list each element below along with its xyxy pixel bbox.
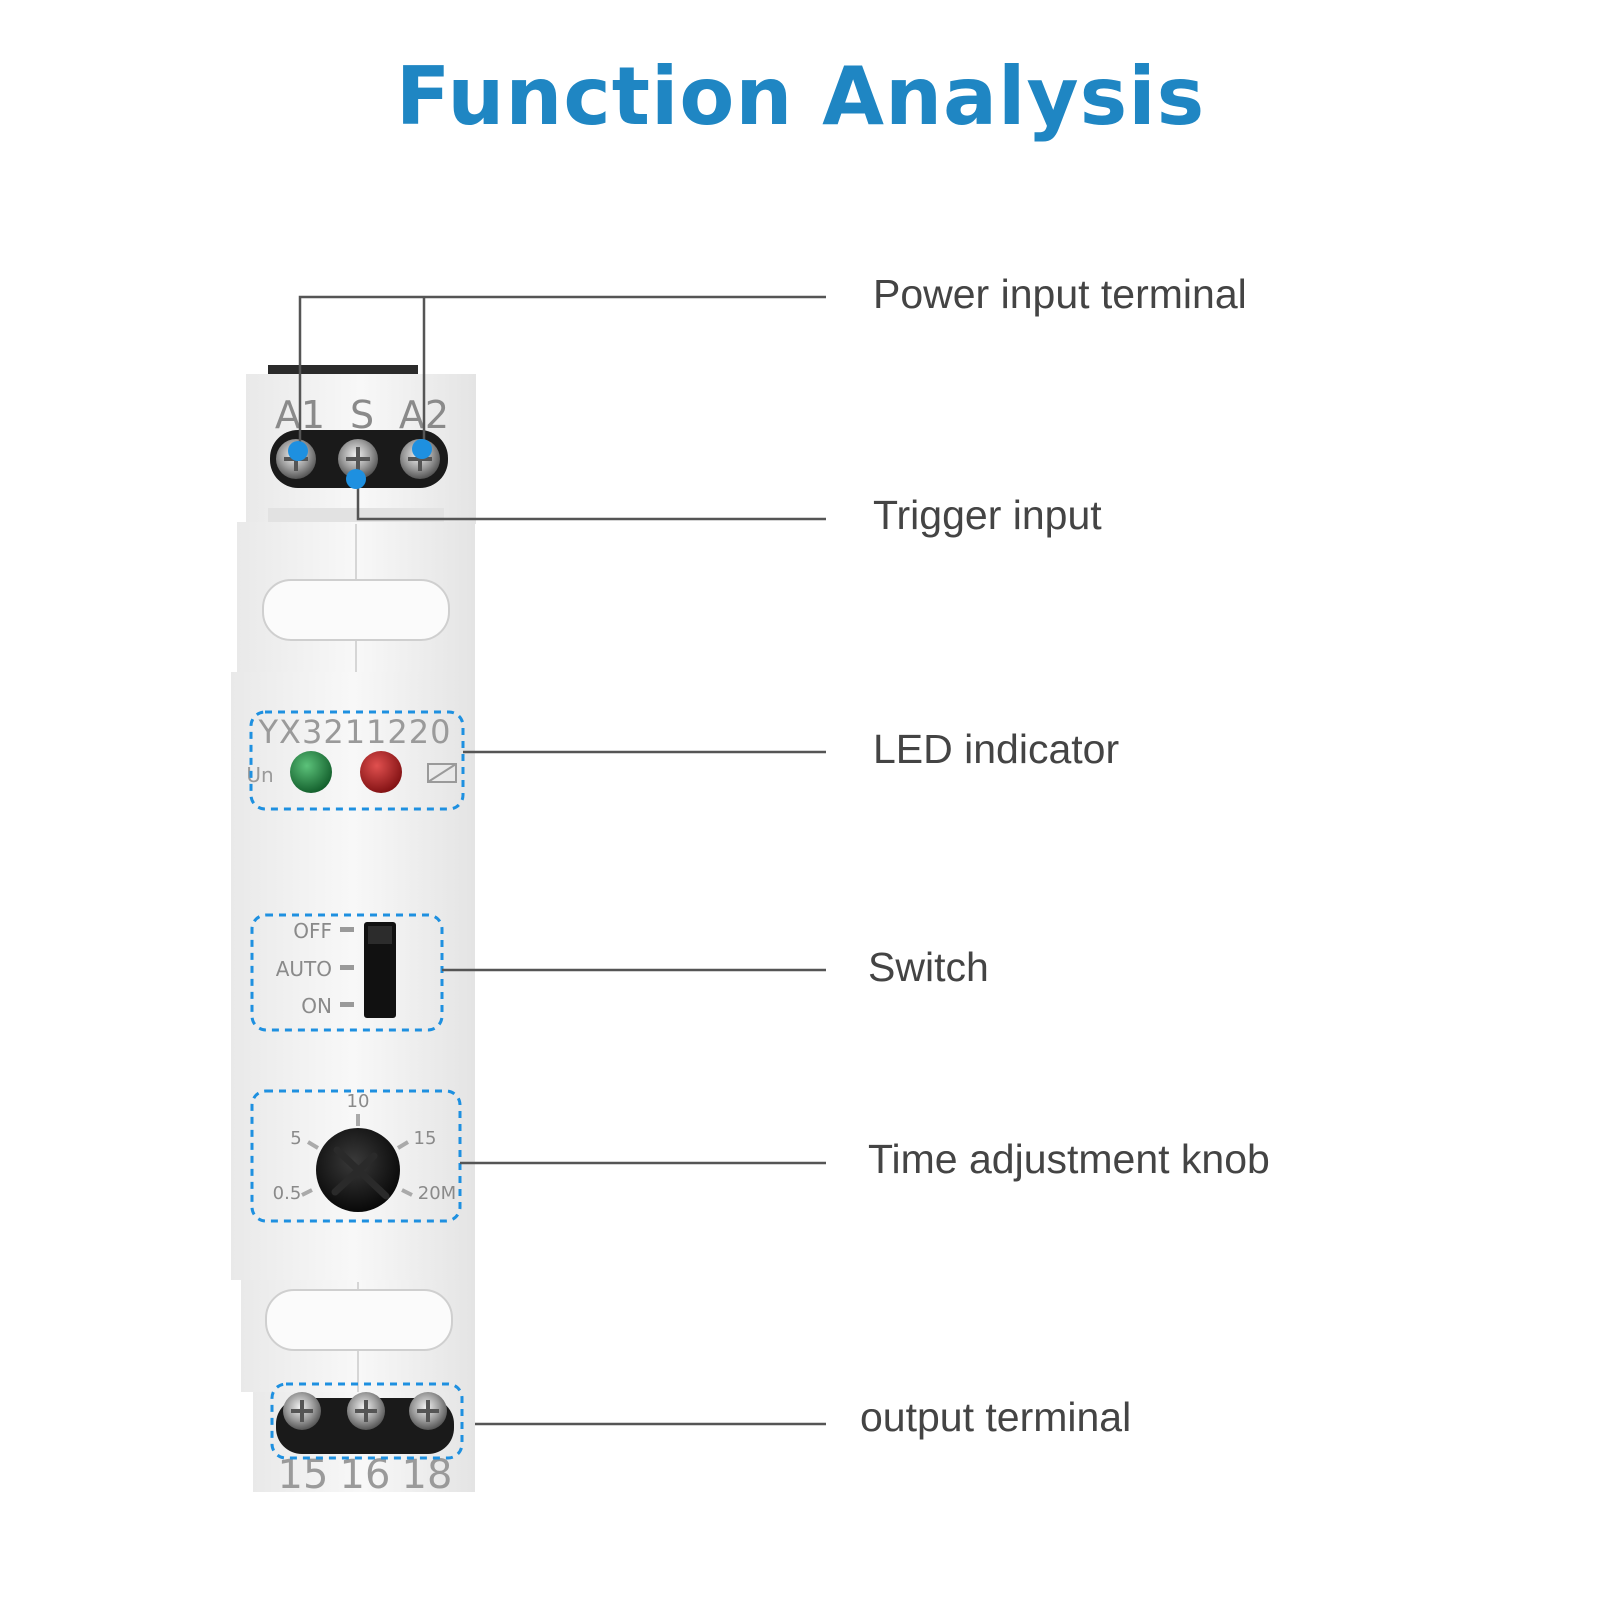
marker-a2: [412, 439, 432, 459]
knob-scale-0-5: 0.5: [273, 1183, 302, 1204]
main-body: YX3211220 Un OFF AUTO ON 10 5 15 0.5 20M: [231, 672, 475, 1280]
knob-scale-10: 10: [347, 1091, 370, 1112]
lower-label-slot: [265, 1289, 453, 1351]
callout-trigger-input: Trigger input: [873, 492, 1102, 538]
bottom-terminal-block: 15 16 18: [253, 1392, 475, 1498]
top-terminal-block: A1 S A2: [246, 365, 476, 526]
knob-scale-5: 5: [290, 1128, 301, 1149]
knob-highlight-box: [250, 1089, 462, 1223]
lower-shoulder: [241, 1280, 475, 1392]
page-title: Function Analysis: [395, 50, 1206, 143]
relay-led: [360, 751, 402, 793]
terminal-label-18: 18: [402, 1452, 453, 1498]
power-input-leader: [298, 295, 826, 452]
trigger-input-leader: [356, 480, 826, 521]
knob-scale-15: 15: [414, 1128, 437, 1149]
led-highlight-box: [249, 710, 465, 811]
output-highlight-box: [270, 1382, 464, 1460]
relay-coil-icon: [427, 763, 457, 783]
marker-s: [346, 469, 366, 489]
marker-a1: [288, 441, 308, 461]
model-number: YX3211220: [258, 713, 452, 751]
switch-label-auto: AUTO: [276, 957, 332, 981]
mode-switch[interactable]: [364, 922, 396, 1018]
terminal-label-16: 16: [340, 1452, 391, 1498]
upper-shoulder: [237, 522, 475, 672]
callout-power-input: Power input terminal: [873, 271, 1247, 317]
switch-label-off: OFF: [293, 919, 332, 943]
callout-time-knob: Time adjustment knob: [868, 1136, 1270, 1182]
callout-switch: Switch: [868, 944, 989, 990]
terminal-label-15: 15: [278, 1452, 329, 1498]
knob-scale-20m: 20M: [418, 1183, 456, 1204]
upper-label-slot: [262, 579, 450, 641]
terminal-label-s: S: [350, 393, 374, 437]
power-led: [290, 751, 332, 793]
callout-output-terminal: output terminal: [860, 1394, 1132, 1440]
knob-pointer-icon: [331, 1146, 390, 1200]
switch-highlight-box: [250, 913, 444, 1032]
switch-label-on: ON: [301, 994, 332, 1018]
callout-led-indicator: LED indicator: [873, 726, 1120, 772]
